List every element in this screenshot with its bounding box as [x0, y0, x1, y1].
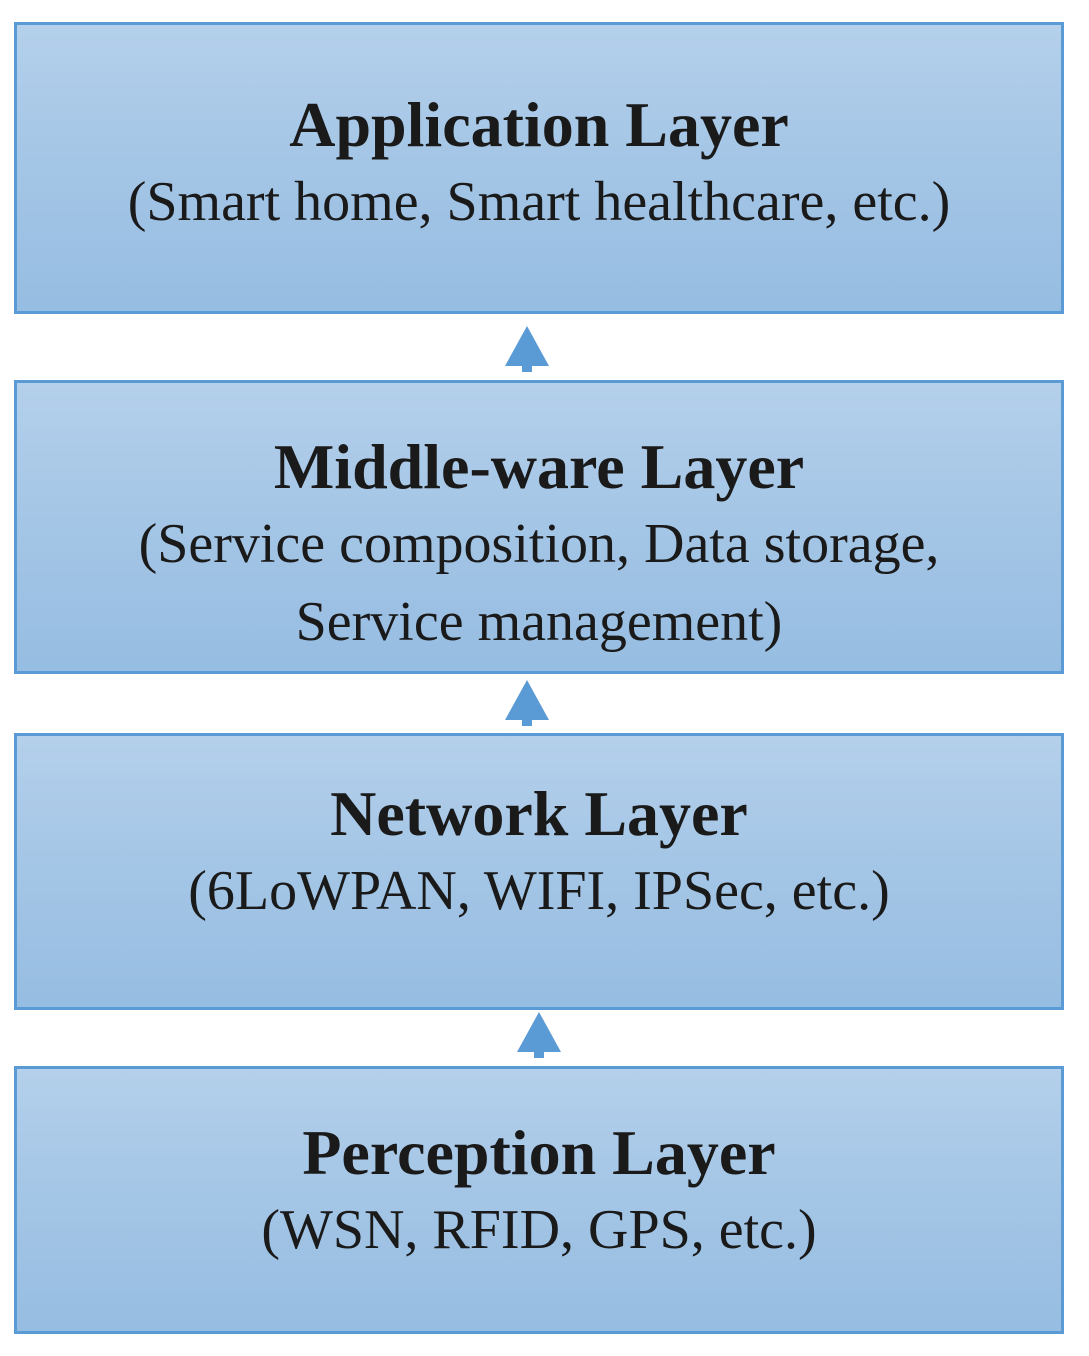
middleware-layer-description: (Service composition, Data storage, Serv…	[138, 513, 940, 653]
up-arrow-icon	[505, 326, 549, 372]
middleware-layer-box: Middle-ware Layer (Service composition, …	[14, 380, 1064, 674]
perception-layer-description: (WSN, RFID, GPS, etc.)	[261, 1199, 817, 1261]
network-layer-box: Network Layer (6LoWPAN, WIFI, IPSec, etc…	[14, 733, 1064, 1010]
perception-layer-title: Perception Layer	[302, 1117, 776, 1188]
application-layer-box: Application Layer (Smart home, Smart hea…	[14, 22, 1064, 314]
application-layer-title: Application Layer	[289, 89, 789, 160]
network-layer-description: (6LoWPAN, WIFI, IPSec, etc.)	[188, 860, 890, 922]
up-arrow-icon	[505, 680, 549, 726]
up-arrow-icon	[517, 1012, 561, 1058]
network-layer-title: Network Layer	[330, 778, 748, 849]
middleware-layer-title: Middle-ware Layer	[273, 431, 805, 502]
application-layer-description: (Smart home, Smart healthcare, etc.)	[127, 171, 951, 233]
perception-layer-box: Perception Layer (WSN, RFID, GPS, etc.)	[14, 1066, 1064, 1334]
